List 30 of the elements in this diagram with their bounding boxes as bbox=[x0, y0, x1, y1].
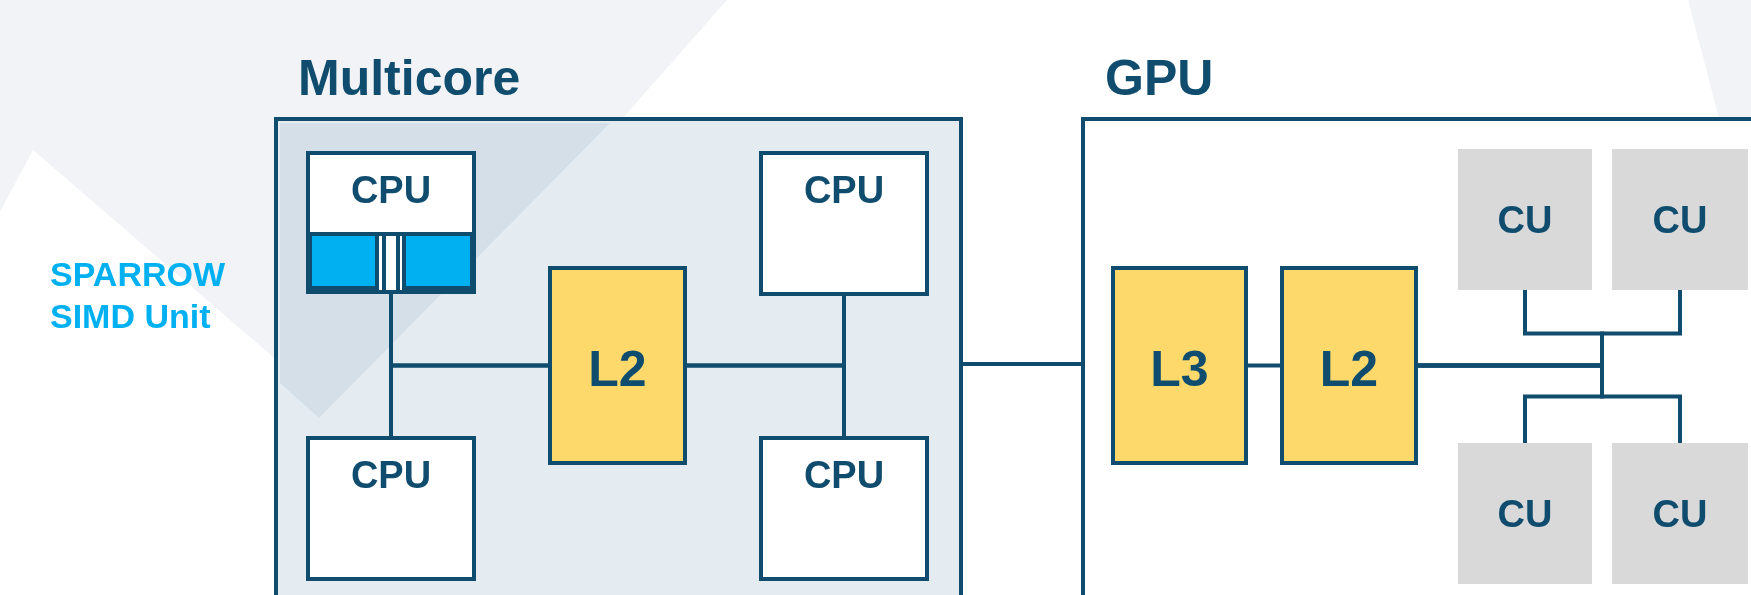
cache-box bbox=[1111, 266, 1248, 465]
cpu-box bbox=[306, 151, 476, 294]
unit-label: CU bbox=[1651, 199, 1709, 242]
compute-unit-box bbox=[1458, 149, 1592, 290]
unit-label: CPU bbox=[349, 454, 433, 497]
unit-label: L3 bbox=[1149, 340, 1210, 398]
connector-line bbox=[1248, 363, 1280, 368]
unit-label: CU bbox=[1496, 493, 1554, 536]
compute-unit-box bbox=[1458, 443, 1592, 584]
cpu-box bbox=[759, 151, 929, 296]
cpu-box bbox=[306, 436, 476, 581]
annotation-label: SPARROW SIMD Unit bbox=[50, 254, 227, 337]
unit-label: CPU bbox=[802, 454, 886, 497]
unit-label: CU bbox=[1651, 493, 1709, 536]
compute-unit-box bbox=[1612, 443, 1748, 584]
cache-box bbox=[548, 266, 687, 465]
group-heading: Multicore bbox=[298, 49, 521, 107]
connector-line bbox=[963, 362, 1081, 366]
cpu-box bbox=[759, 436, 929, 581]
unit-label: CPU bbox=[802, 169, 886, 212]
connector-line bbox=[687, 363, 846, 436]
connector-line bbox=[389, 363, 548, 436]
group-heading: GPU bbox=[1105, 49, 1214, 107]
unit-label: L2 bbox=[1318, 340, 1380, 398]
unit-label: CU bbox=[1496, 199, 1554, 242]
compute-unit-box bbox=[1612, 149, 1748, 290]
cache-box bbox=[1280, 266, 1418, 465]
connector-line bbox=[1418, 363, 1682, 443]
unit-label: L2 bbox=[587, 340, 648, 398]
unit-label: CPU bbox=[349, 169, 433, 212]
